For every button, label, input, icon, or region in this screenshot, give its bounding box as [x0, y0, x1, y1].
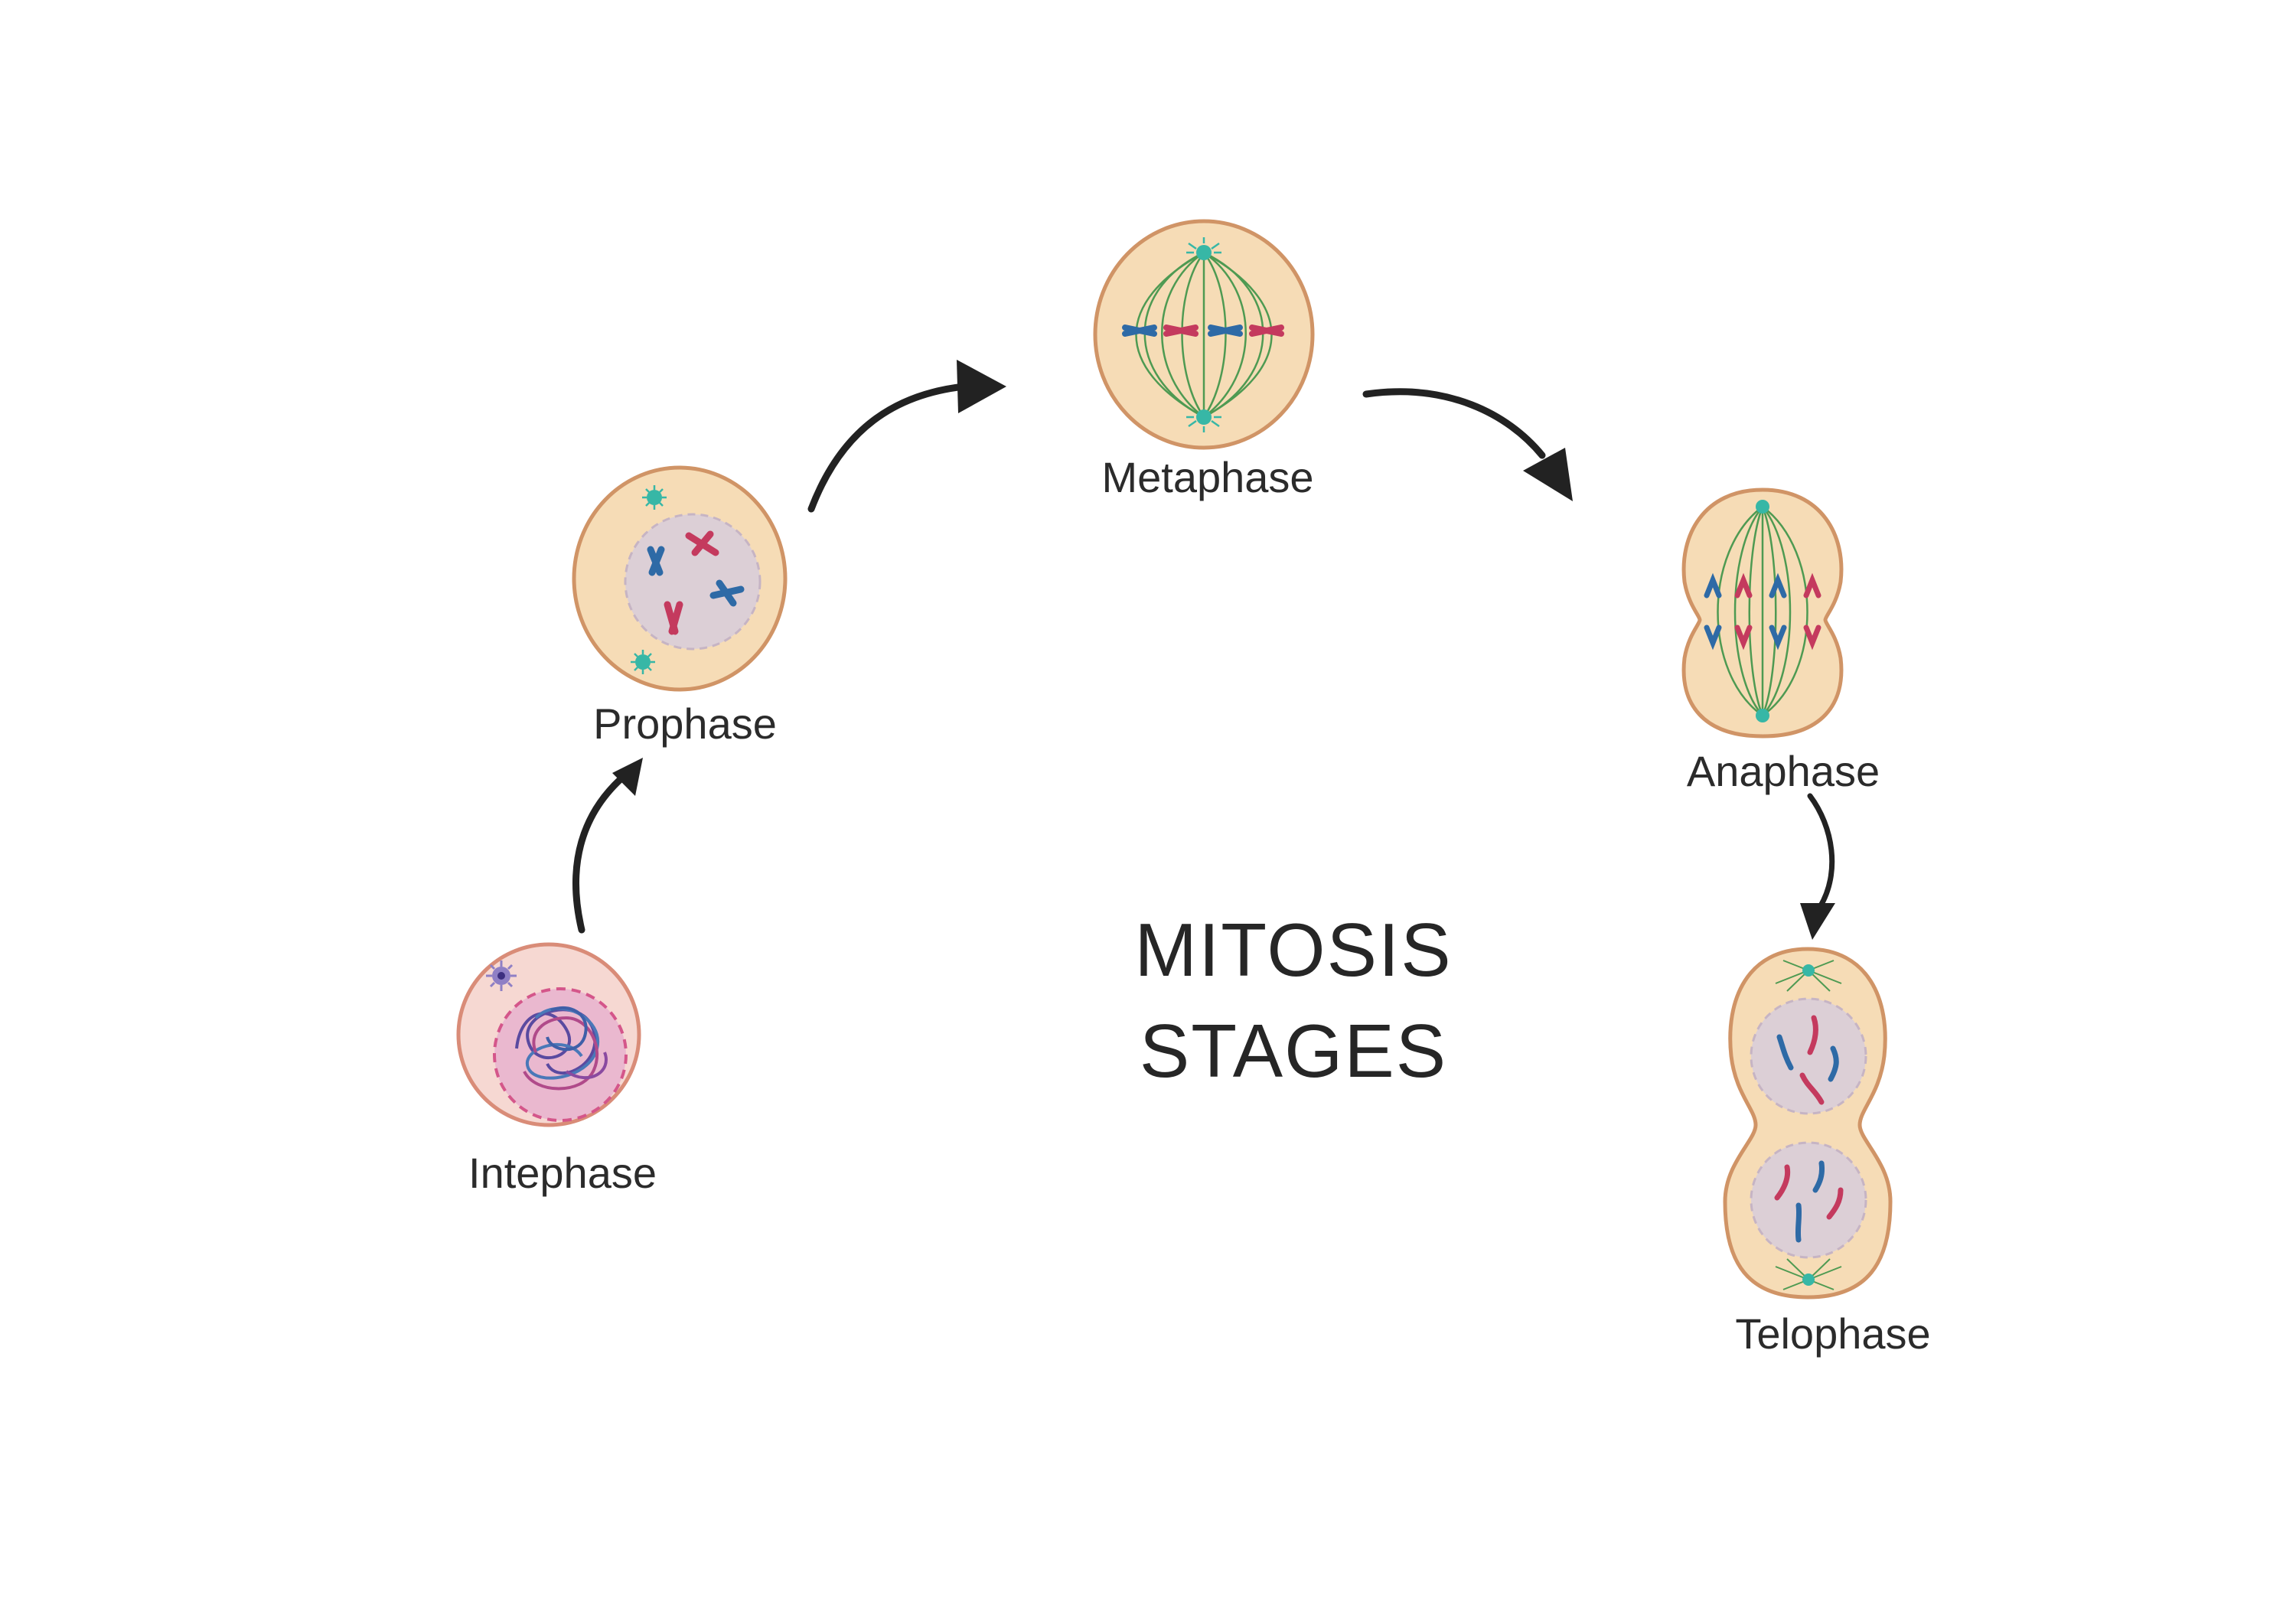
- interphase-cell: [456, 942, 641, 1127]
- metaphase-cell: [1093, 219, 1315, 450]
- title-line-1: MITOSIS: [1134, 908, 1453, 992]
- metaphase-centrosome-bottom: [1186, 409, 1221, 432]
- stage-label-prophase: Prophase: [593, 700, 777, 748]
- stage-label-metaphase: Metaphase: [1101, 453, 1314, 501]
- telophase-nucleus-bottom: [1750, 1141, 1867, 1259]
- anaphase-spindle: [1717, 505, 1808, 717]
- diagram-title: MITOSIS STAGES: [1134, 899, 1452, 1102]
- stage-label-interphase: Intephase: [468, 1149, 657, 1197]
- telophase-centrosome-top: [1802, 964, 1815, 977]
- prophase-centrosome-bottom: [631, 650, 655, 674]
- anaphase-centrosome-bottom: [1756, 709, 1769, 722]
- telophase-centrosome-bottom: [1802, 1273, 1815, 1286]
- stage-label-telophase: Telophase: [1735, 1309, 1931, 1358]
- arrow-anaphase-to-telophase: [1807, 793, 1835, 910]
- prophase-cell: [572, 465, 788, 692]
- cycle-arrows: [572, 360, 1835, 940]
- arrow-metaphase-to-anaphase: [1362, 388, 1546, 459]
- title-line-2: STAGES: [1139, 1009, 1448, 1094]
- telophase-cell: [1723, 947, 1893, 1300]
- arrow-prophase-to-metaphase: [807, 383, 968, 513]
- anaphase-chromosomes: [1704, 572, 1821, 651]
- interphase-centrosome: [486, 960, 517, 991]
- telophase-chromosomes: [1774, 1015, 1844, 1243]
- anaphase-cell: [1681, 488, 1844, 739]
- telophase-nucleus-top: [1750, 997, 1867, 1115]
- stage-label-anaphase: Anaphase: [1686, 747, 1880, 795]
- metaphase-chromosomes: [1122, 324, 1284, 337]
- chromatin: [515, 1006, 608, 1091]
- prophase-chromosomes: [647, 530, 745, 635]
- metaphase-centrosome-top: [1186, 237, 1221, 260]
- prophase-centrosome-top: [642, 485, 667, 510]
- arrow-interphase-to-prophase: [572, 769, 631, 934]
- anaphase-centrosome-top: [1756, 500, 1769, 514]
